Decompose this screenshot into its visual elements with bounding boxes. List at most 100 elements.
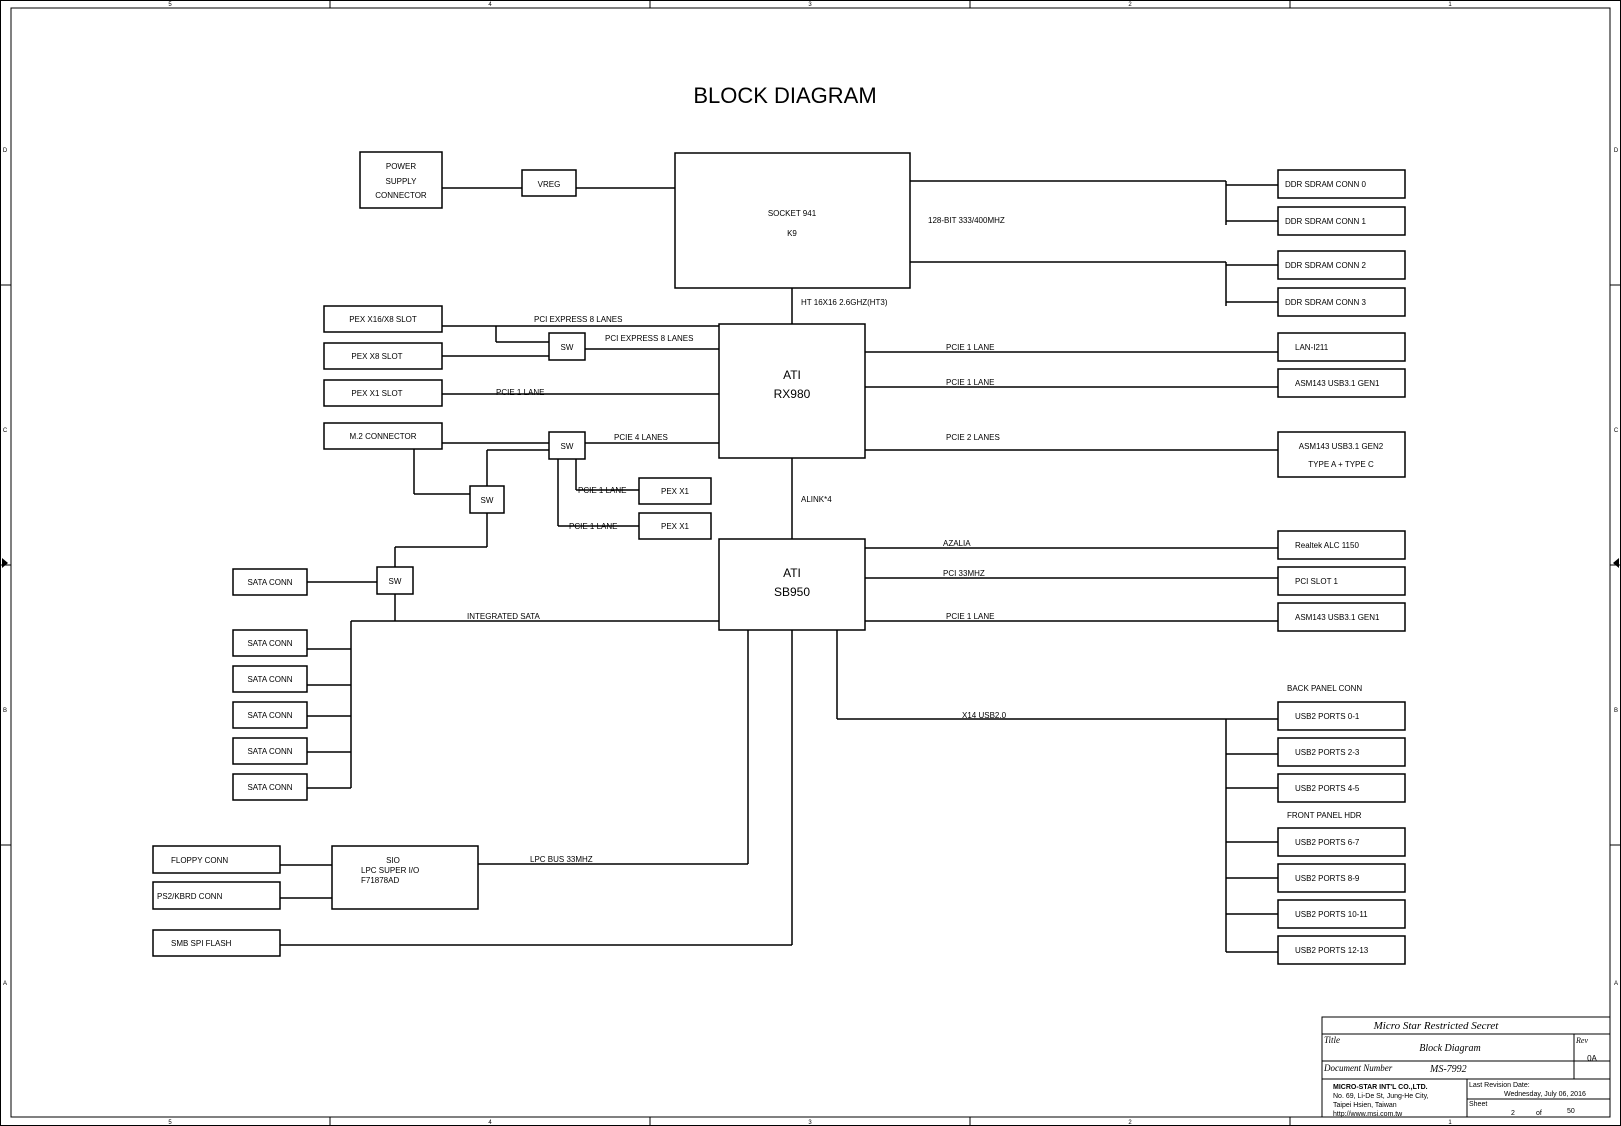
sata-conn-2-block: SATA CONN: [232, 665, 308, 693]
ht-bus-label: HT 16X16 2.6GHZ(HT3): [801, 298, 888, 307]
arrow-right-marker-icon: [1613, 558, 1619, 568]
usb2-ports-4-5-label: USB2 PORTS 4-5: [1295, 784, 1360, 793]
pcie-1-lane-b-label: PCIE 1 LANE: [569, 522, 617, 531]
sata-conn-5-label: SATA CONN: [247, 783, 292, 792]
usb2-ports-8-9-block: USB2 PORTS 8-9: [1277, 863, 1406, 893]
ddr-conn-0-block: DDR SDRAM CONN 0: [1277, 169, 1406, 199]
usb2-ports-6-7-block: USB2 PORTS 6-7: [1277, 827, 1406, 857]
pex-x16-slot-block: PEX X16/X8 SLOT: [323, 305, 443, 333]
sata-conn-3-block: SATA CONN: [232, 701, 308, 729]
sio-block: SIO LPC SUPER I/O F71878AD: [331, 845, 479, 910]
asm143-gen2-block: ASM143 USB3.1 GEN2 TYPE A + TYPE C: [1277, 431, 1406, 478]
ddr-conn-1-label: DDR SDRAM CONN 1: [1285, 217, 1366, 226]
pex-x1-b-label: PEX X1: [661, 522, 690, 531]
psu-label-line1: POWER: [386, 162, 416, 171]
pcie-4-lanes-label: PCIE 4 LANES: [614, 433, 668, 442]
switch-2-label: SW: [561, 442, 574, 451]
inner-frame: [10, 7, 1611, 1118]
pci-express-8-label-b: PCI EXPRESS 8 LANES: [605, 334, 693, 343]
last-revision-label: Last Revision Date:: [1469, 1082, 1530, 1089]
pci-express-8-label-a: PCI EXPRESS 8 LANES: [534, 315, 622, 324]
usb2-ports-12-13-label: USB2 PORTS 12-13: [1295, 946, 1369, 955]
back-panel-conn-label: BACK PANEL CONN: [1287, 684, 1362, 693]
sheet-of-label: of: [1536, 1110, 1542, 1117]
sb-label-line1: ATI: [783, 566, 801, 580]
doc-number-label: Document Number: [1323, 1063, 1393, 1073]
pcie-1-lan-label: PCIE 1 LANE: [946, 343, 994, 352]
switch-1-block: SW: [548, 332, 586, 361]
zone-row-a-left: A: [3, 981, 7, 987]
restricted-secret-label: Micro Star Restricted Secret: [1373, 1020, 1500, 1032]
pex-x1-a-block: PEX X1: [638, 477, 712, 505]
zone-col-4-bottom: 4: [488, 1120, 492, 1126]
connection-lines: [280, 180, 1278, 953]
zone-col-2-bottom: 2: [1128, 1120, 1132, 1126]
lpc-bus-label: LPC BUS 33MHZ: [530, 855, 593, 864]
asm143-sb-gen1-block: ASM143 USB3.1 GEN1: [1277, 602, 1406, 632]
nb-label-line2: RX980: [774, 387, 811, 401]
integrated-sata-label: INTEGRATED SATA: [467, 612, 541, 621]
usb2-ports-0-1-label: USB2 PORTS 0-1: [1295, 712, 1360, 721]
sata-conn-2-label: SATA CONN: [247, 675, 292, 684]
lan-i211-block: LAN-I211: [1277, 332, 1406, 362]
title-block: Micro Star Restricted Secret Title Block…: [1321, 1016, 1611, 1118]
sata-conn-3-label: SATA CONN: [247, 711, 292, 720]
pex-x16-label: PEX X16/X8 SLOT: [349, 315, 417, 324]
pcie-1-slot-label: PCIE 1 LANE: [496, 388, 544, 397]
vreg-label: VREG: [538, 180, 561, 189]
zone-col-3-bottom: 3: [808, 1120, 812, 1126]
zone-row-c-right: C: [1614, 428, 1619, 434]
pex-x1-slot-block: PEX X1 SLOT: [323, 379, 443, 407]
usb2-ports-12-13-block: USB2 PORTS 12-13: [1277, 935, 1406, 965]
zone-row-d-left: D: [3, 148, 8, 154]
zone-col-1-bottom: 1: [1448, 1120, 1452, 1126]
asm143-gen2-label-line1: ASM143 USB3.1 GEN2: [1299, 442, 1384, 451]
usb2-ports-6-7-label: USB2 PORTS 6-7: [1295, 838, 1360, 847]
zone-row-a-right: A: [1614, 981, 1618, 987]
sheet-label: Sheet: [1469, 1101, 1487, 1108]
smb-spi-flash-label: SMB SPI FLASH: [171, 939, 232, 948]
cpu-label-line1: SOCKET 941: [768, 209, 817, 218]
pex-x1-a-label: PEX X1: [661, 487, 690, 496]
m2-connector-block: M.2 CONNECTOR: [323, 422, 443, 450]
zone-col-4-top: 4: [488, 2, 492, 8]
rev-field-label: Rev: [1575, 1036, 1588, 1045]
zone-row-b-left: B: [3, 708, 7, 714]
usb2-ports-4-5-block: USB2 PORTS 4-5: [1277, 773, 1406, 803]
alink-label: ALINK*4: [801, 495, 832, 504]
zone-col-5-top: 5: [168, 2, 172, 8]
sata-conn-4-block: SATA CONN: [232, 737, 308, 765]
pcie-1-sb-label: PCIE 1 LANE: [946, 612, 994, 621]
sb-label-line2: SB950: [774, 585, 810, 599]
psu-label-line3: CONNECTOR: [375, 191, 427, 200]
switch-3-block: SW: [469, 485, 505, 514]
floppy-conn-block: FLOPPY CONN: [152, 845, 281, 874]
sheet-total: 50: [1567, 1108, 1575, 1115]
zone-row-b-right: B: [1614, 708, 1618, 714]
switch-4-block: SW: [376, 566, 414, 595]
company-name: MICRO-STAR INT'L CO.,LTD.: [1333, 1084, 1428, 1091]
switch-3-label: SW: [481, 496, 494, 505]
northbridge-rx980-block: ATI RX980: [718, 323, 866, 459]
sata-conn-5-block: SATA CONN: [232, 773, 308, 801]
usb2-ports-8-9-label: USB2 PORTS 8-9: [1295, 874, 1360, 883]
smb-spi-flash-block: SMB SPI FLASH: [152, 929, 281, 957]
pci-slot-1-block: PCI SLOT 1: [1277, 566, 1406, 596]
asm143-gen2-label-line2: TYPE A + TYPE C: [1308, 460, 1374, 469]
pcie-2-lanes-label: PCIE 2 LANES: [946, 433, 1000, 442]
azalia-label: AZALIA: [943, 539, 971, 548]
usb20-bus-label: X14 USB2.0: [962, 711, 1007, 720]
realtek-alc1150-block: Realtek ALC 1150: [1277, 530, 1406, 560]
switch-1-label: SW: [561, 343, 574, 352]
doc-number-value: MS-7992: [1429, 1064, 1467, 1075]
psu-label-line2: SUPPLY: [386, 177, 418, 186]
m2-label: M.2 CONNECTOR: [350, 432, 417, 441]
zone-row-c-left: C: [3, 428, 8, 434]
southbridge-sb950-block: ATI SB950: [718, 538, 866, 631]
ddr-conn-3-block: DDR SDRAM CONN 3: [1277, 287, 1406, 317]
power-supply-connector-block: POWER SUPPLY CONNECTOR: [359, 151, 443, 209]
sheet-number: 2: [1511, 1110, 1515, 1117]
usb2-ports-2-3-block: USB2 PORTS 2-3: [1277, 737, 1406, 767]
